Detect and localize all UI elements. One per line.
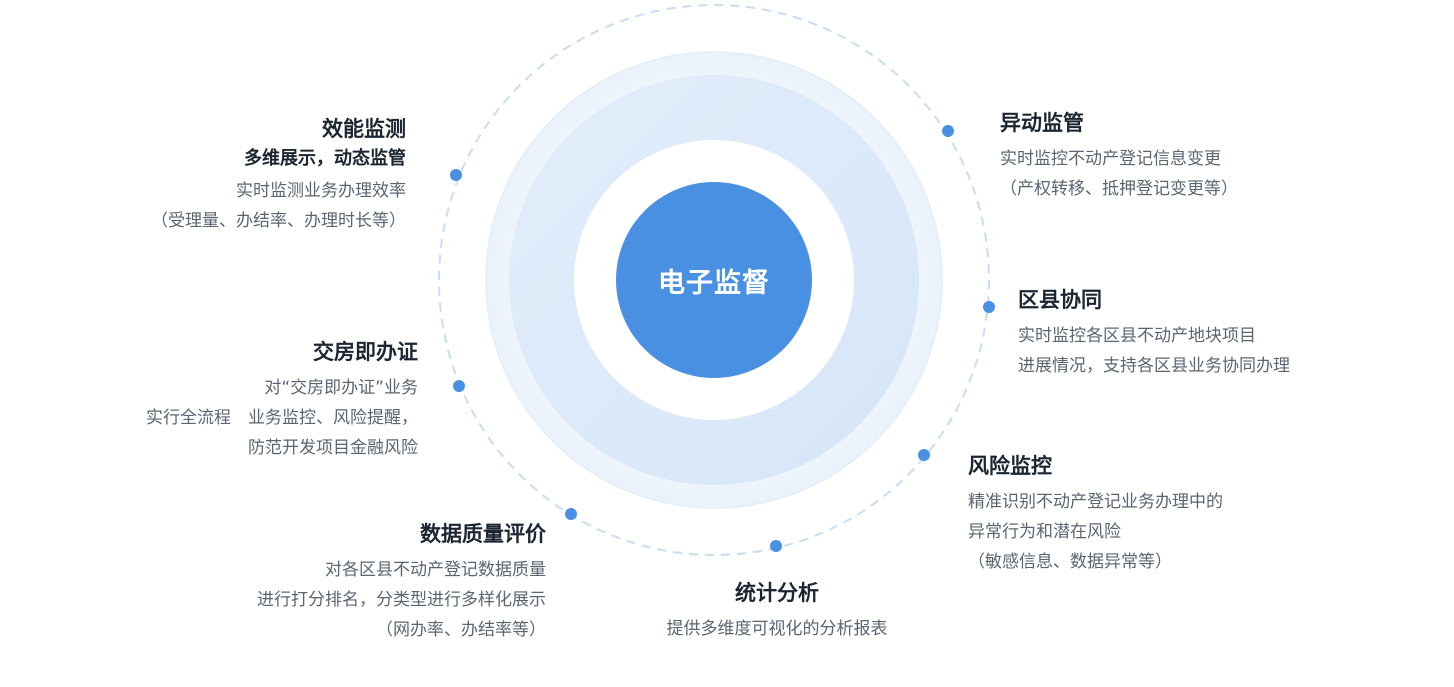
- item-title: 交房即办证: [313, 340, 418, 364]
- item-title: 统计分析: [735, 581, 819, 605]
- item-subtitle: 多维展示，动态监管: [244, 148, 406, 169]
- item-desc-line: 实时监控不动产登记信息变更: [1000, 149, 1221, 169]
- orbit-dots: [450, 125, 995, 552]
- item-desc-line: 精准识别不动产登记业务办理中的: [968, 492, 1223, 512]
- item-title: 数据质量评价: [420, 522, 546, 546]
- item-title: 异动监管: [1000, 111, 1084, 135]
- orbit-dot: [918, 449, 930, 461]
- item-desc-line: 实行全流程 业务监控、风险提醒，: [146, 408, 418, 428]
- item-desc-line: 进行打分排名，分类型进行多样化展示: [257, 590, 546, 610]
- item-change-supervision: 异动监管 实时监控不动产登记信息变更 （产权转移、抵押登记变更等）: [1000, 113, 1238, 204]
- item-desc-line: （敏感信息、数据异常等）: [968, 552, 1172, 572]
- item-county-collaboration: 区县协同 实时监控各区县不动产地块项目 进展情况，支持各区县业务协同办理: [1018, 290, 1290, 381]
- center-label: 电子监督: [658, 267, 770, 299]
- item-desc-line: 进展情况，支持各区县业务协同办理: [1018, 356, 1290, 376]
- orbit-dot: [565, 508, 577, 520]
- orbit-dot: [942, 125, 954, 137]
- orbit-dot: [770, 540, 782, 552]
- item-desc-line: （产权转移、抵押登记变更等）: [1000, 179, 1238, 199]
- item-title: 风险监控: [968, 454, 1052, 478]
- item-desc-line: 实时监控各区县不动产地块项目: [1018, 326, 1256, 346]
- item-desc-line: （受理量、办结率、办理时长等）: [151, 211, 406, 231]
- item-desc-line: 异常行为和潜在风险: [968, 522, 1121, 542]
- item-data-quality: 数据质量评价 对各区县不动产登记数据质量 进行打分排名，分类型进行多样化展示 （…: [257, 524, 546, 645]
- item-desc-line: （网办率、办结率等）: [376, 620, 546, 640]
- item-handover-certificate: 交房即办证 对“交房即办证”业务 实行全流程 业务监控、风险提醒， 防范开发项目…: [146, 342, 418, 463]
- item-desc-line: 对“交房即办证”业务: [264, 378, 418, 398]
- orbit-dot: [450, 169, 462, 181]
- dashed-orbit: [438, 4, 990, 556]
- item-statistics: 统计分析 提供多维度可视化的分析报表: [627, 583, 927, 644]
- center-circle: [616, 182, 812, 378]
- item-desc-line: 提供多维度可视化的分析报表: [666, 619, 888, 639]
- item-desc-line: 实时监测业务办理效率: [236, 181, 406, 201]
- item-desc-line: 对各区县不动产登记数据质量: [325, 560, 546, 580]
- item-efficiency-monitoring: 效能监测 多维展示，动态监管 实时监测业务办理效率 （受理量、办结率、办理时长等…: [151, 119, 406, 236]
- orbit-dot: [453, 380, 465, 392]
- orbit-dot: [983, 301, 995, 313]
- item-title: 效能监测: [322, 117, 406, 141]
- item-title: 区县协同: [1018, 288, 1102, 312]
- item-desc-line: 防范开发项目金融风险: [248, 438, 418, 458]
- item-risk-monitoring: 风险监控 精准识别不动产登记业务办理中的 异常行为和潜在风险 （敏感信息、数据异…: [968, 456, 1223, 577]
